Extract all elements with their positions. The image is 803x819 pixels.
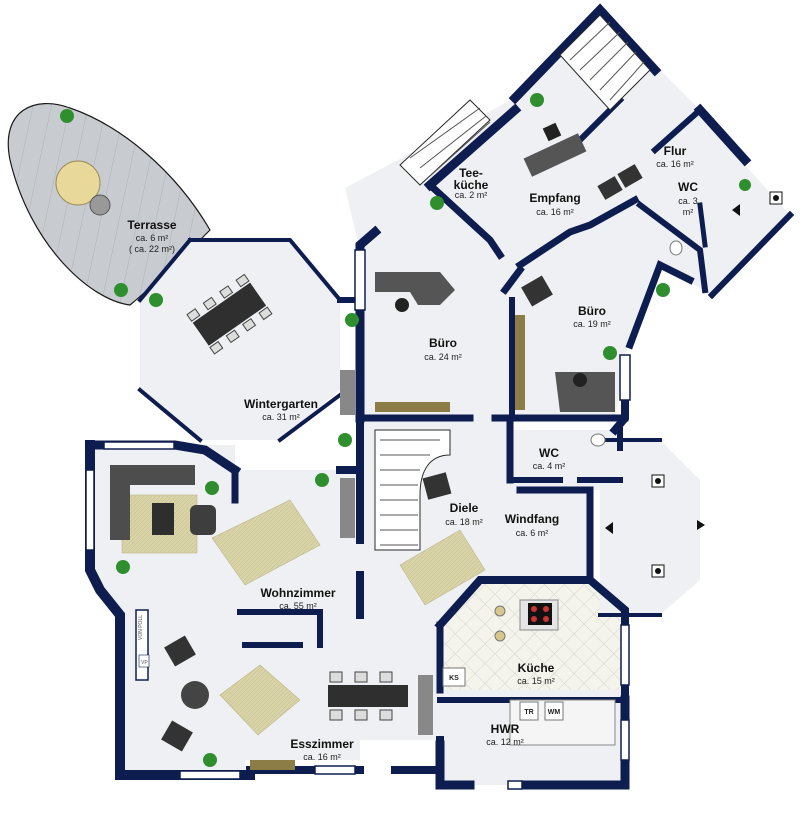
room-area: ca. 6 m² (136, 233, 169, 243)
room-area: ca. 12 m² (486, 737, 524, 747)
room-name: Wintergarten (244, 397, 318, 411)
room-area: ca. 31 m² (262, 412, 300, 422)
fixture-labels: KS TR WM (449, 675, 560, 716)
room-kueche: Küche ca. 15 m² (517, 661, 555, 686)
room-teekueche: Tee- küche ca. 2 m² (454, 166, 489, 200)
room-name: Büro (578, 304, 606, 318)
room-area: ca. 24 m² (424, 352, 462, 362)
room-area: ( ca. 22 m²) (129, 244, 175, 254)
room-area: ca. 2 m² (455, 190, 488, 200)
plants (60, 93, 751, 767)
room-empfang: Empfang ca. 16 m² (529, 191, 580, 217)
fridge-label: KS (449, 675, 459, 682)
room-wohnzimmer: Wohnzimmer ca. 55 m² (260, 586, 335, 611)
dining-table-esszimmer (328, 685, 408, 707)
room-hwr: HWR ca. 12 m² (486, 722, 524, 747)
stove (528, 603, 552, 625)
room-buero-24: Büro ca. 24 m² (424, 336, 462, 362)
floor-areas (90, 10, 790, 785)
room-wc-2: WC ca. 4 m² (533, 446, 566, 471)
room-name: Wohnzimmer (260, 586, 335, 600)
room-name: WC (539, 446, 559, 460)
room-name: küche (454, 178, 489, 192)
parasol (55, 160, 101, 206)
room-name: WC (678, 180, 698, 194)
desk-empfang (523, 133, 587, 177)
room-buero-19: Büro ca. 19 m² (573, 304, 611, 329)
logo-text: VON POLL (138, 615, 144, 640)
furniture (55, 122, 783, 770)
room-area: ca. 15 m² (517, 676, 555, 686)
room-name: Esszimmer (290, 737, 354, 751)
logo-mark: VP (141, 660, 148, 666)
round-table (181, 681, 209, 709)
staircases (374, 14, 651, 551)
room-diele: Diele ca. 18 m² (445, 501, 483, 527)
room-area: ca. 6 m² (516, 528, 549, 538)
room-name: Empfang (529, 191, 580, 205)
room-area: ca. 3 (678, 196, 698, 206)
dryer-label: TR (524, 709, 533, 716)
room-wintergarten: Wintergarten ca. 31 m² (244, 397, 318, 422)
room-area: ca. 19 m² (573, 319, 611, 329)
room-area: ca. 16 m² (656, 159, 694, 169)
room-area: ca. 4 m² (533, 461, 566, 471)
walls (85, 3, 795, 790)
room-wc-1: WC ca. 3 m² (678, 180, 698, 217)
room-name: Tee- (459, 166, 483, 180)
room-name: Diele (450, 501, 479, 515)
room-area: ca. 16 m² (303, 752, 341, 762)
room-area: ca. 16 m² (536, 207, 574, 217)
room-name: HWR (491, 722, 520, 736)
sofa (110, 465, 195, 485)
brand-logo: VP VON POLL (138, 615, 150, 668)
room-area: ca. 55 m² (279, 601, 317, 611)
room-name: Terrasse (127, 218, 176, 232)
coffee-table (152, 503, 174, 535)
desk-buero-24 (375, 272, 455, 305)
room-name: Flur (664, 144, 687, 158)
room-terrasse: Terrasse ca. 6 m² ( ca. 22 m²) (127, 218, 176, 254)
room-name: Büro (429, 336, 457, 350)
dining-table-wintergarten (186, 273, 273, 355)
room-name: Küche (518, 661, 555, 675)
room-windfang: Windfang ca. 6 m² (505, 512, 560, 538)
shelf (375, 402, 450, 412)
room-labels: Terrasse ca. 6 m² ( ca. 22 m²) Tee- küch… (127, 144, 698, 762)
room-name: Windfang (505, 512, 560, 526)
washer-label: WM (548, 709, 561, 716)
room-esszimmer: Esszimmer ca. 16 m² (290, 737, 354, 762)
desk-buero-19 (555, 372, 615, 412)
room-flur: Flur ca. 16 m² (656, 144, 694, 169)
room-area: m² (683, 207, 694, 217)
room-area: ca. 18 m² (445, 517, 483, 527)
